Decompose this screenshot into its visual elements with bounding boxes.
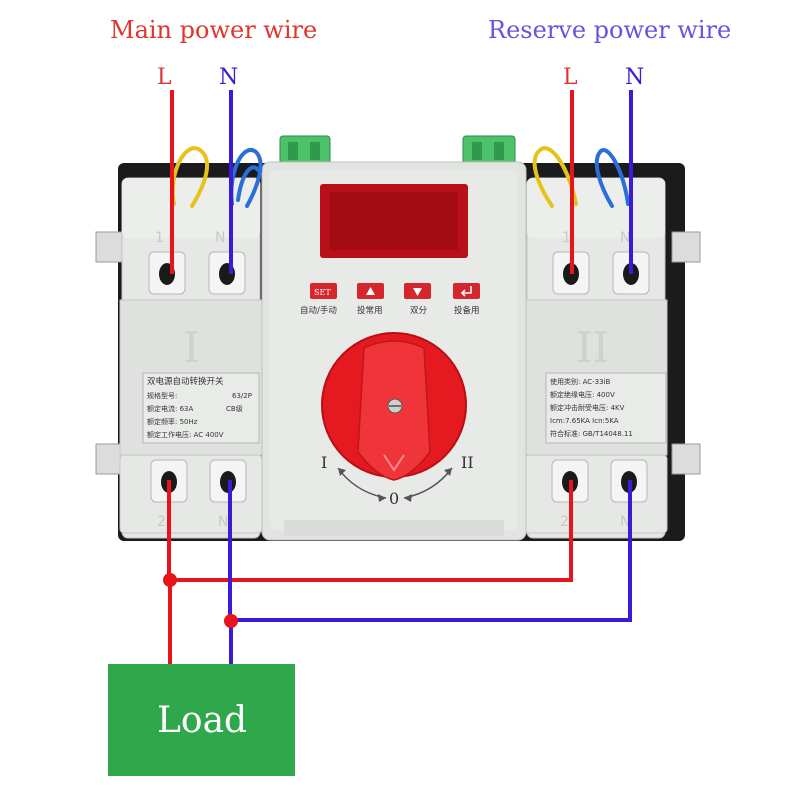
central-controller: SET 自动/手动 投常用 双分 投备用 <box>261 161 527 541</box>
left-bottom-label-2: 2 <box>157 514 166 530</box>
right-bottom-label-n: N <box>620 514 630 530</box>
main-n-label: N <box>219 65 238 90</box>
left-terminal-label-1: 1 <box>155 230 164 246</box>
svg-text:使用类别: AC-33iB: 使用类别: AC-33iB <box>550 377 611 386</box>
svg-text:CB级: CB级 <box>226 404 243 413</box>
svg-text:额定电流: 63A: 额定电流: 63A <box>147 404 193 413</box>
load-label: Load <box>157 700 247 741</box>
left-top-terminal-1 <box>148 251 186 295</box>
button-caption-double-off: 双分 <box>410 306 428 316</box>
enter-icon <box>460 286 472 297</box>
left-terminal-label-n: N <box>215 230 225 246</box>
down-button[interactable] <box>404 283 431 299</box>
neutral-junction-dot <box>224 614 238 628</box>
left-breaker-module: 1 N I 双电源自动转换开关 规格型号: 63/2P 额定电流: 63A CB… <box>119 177 263 539</box>
switch-position-i: I <box>321 453 327 472</box>
reserve-power-wire-label: Reserve power wire <box>488 16 731 44</box>
button-caption-auto-manual: 自动/手动 <box>300 305 337 316</box>
rotary-switch[interactable] <box>321 332 467 481</box>
reserve-l-label: L <box>563 65 578 90</box>
up-button[interactable] <box>357 283 384 299</box>
svg-text:额定冲击耐受电压: 4KV: 额定冲击耐受电压: 4KV <box>550 403 625 412</box>
left-bottom-label-n: N <box>218 514 228 530</box>
knob-pointer-arrow <box>383 454 405 472</box>
right-terminal-label-1: 1 <box>562 230 571 246</box>
svg-text:SET: SET <box>314 288 331 297</box>
load-box: Load <box>108 664 295 776</box>
display-screen <box>320 184 468 258</box>
right-bottom-label-2: 2 <box>560 514 569 530</box>
svg-text:符合标准: GB/T14048.11: 符合标准: GB/T14048.11 <box>550 429 633 438</box>
down-arrow-icon <box>413 288 422 296</box>
svg-text:规格型号:: 规格型号: <box>147 391 177 400</box>
button-caption-reserve: 投备用 <box>454 305 480 316</box>
switch-position-zero: 0 <box>389 489 399 508</box>
left-nameplate: 双电源自动转换开关 规格型号: 63/2P 额定电流: 63A CB级 额定频率… <box>142 372 260 444</box>
enter-button[interactable] <box>453 283 480 299</box>
left-top-terminal-n <box>208 251 246 295</box>
live-junction-dot <box>163 573 177 587</box>
right-terminal-label-n: N <box>620 230 630 246</box>
main-l-label: L <box>157 65 172 90</box>
right-module-roman: II <box>576 323 609 372</box>
left-module-roman: I <box>183 323 200 372</box>
reserve-n-label: N <box>625 65 644 90</box>
right-nameplate: 使用类别: AC-33iB 额定绝缘电压: 400V 额定冲击耐受电压: 4KV… <box>545 372 667 444</box>
set-button[interactable]: SET <box>310 283 337 299</box>
main-power-wire-label: Main power wire <box>110 16 317 44</box>
wiring <box>167 90 633 667</box>
svg-text:额定工作电压: AC 400V: 额定工作电压: AC 400V <box>147 430 224 439</box>
switch-position-ii: II <box>461 453 474 472</box>
svg-text:额定频率: 50Hz: 额定频率: 50Hz <box>147 417 198 426</box>
button-caption-common: 投常用 <box>357 305 383 316</box>
svg-text:额定绝缘电压: 400V: 额定绝缘电压: 400V <box>550 390 615 399</box>
svg-text:Icm:7.65KA Icn:5KA: Icm:7.65KA Icn:5KA <box>550 417 619 425</box>
svg-text:63/2P: 63/2P <box>232 392 252 400</box>
up-arrow-icon <box>366 287 375 295</box>
svg-text:双电源自动转换开关: 双电源自动转换开关 <box>147 376 224 387</box>
right-breaker-module: 1 N II 使用类别: AC-33iB 额定绝缘电压: 400V 额定冲击耐受… <box>524 177 668 539</box>
